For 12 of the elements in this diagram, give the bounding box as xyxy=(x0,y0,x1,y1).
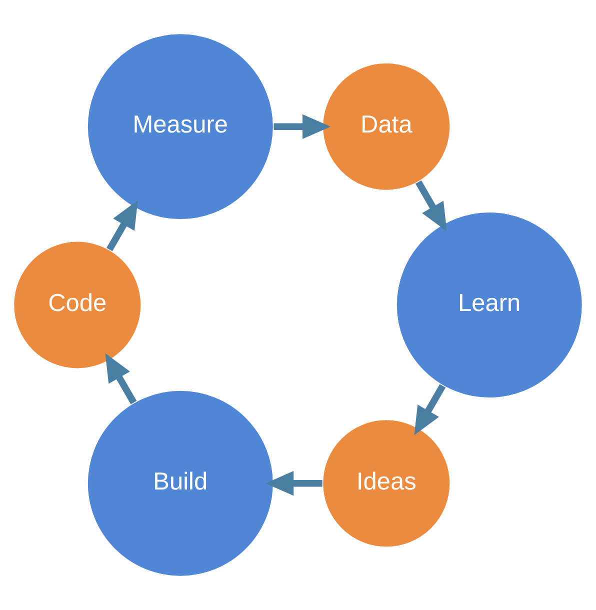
arrow xyxy=(105,353,137,404)
node-circle: Learn xyxy=(396,211,584,399)
arrow xyxy=(415,180,447,232)
arrow xyxy=(414,384,446,436)
node-circle: Data xyxy=(322,62,451,192)
arrow xyxy=(106,200,138,252)
node-circle: Code xyxy=(12,240,142,370)
arrow xyxy=(265,471,322,496)
node-circle: Ideas xyxy=(322,418,451,548)
node-circle: Measure xyxy=(86,32,274,220)
node-circle: Build xyxy=(86,390,274,578)
arrow xyxy=(274,114,331,139)
